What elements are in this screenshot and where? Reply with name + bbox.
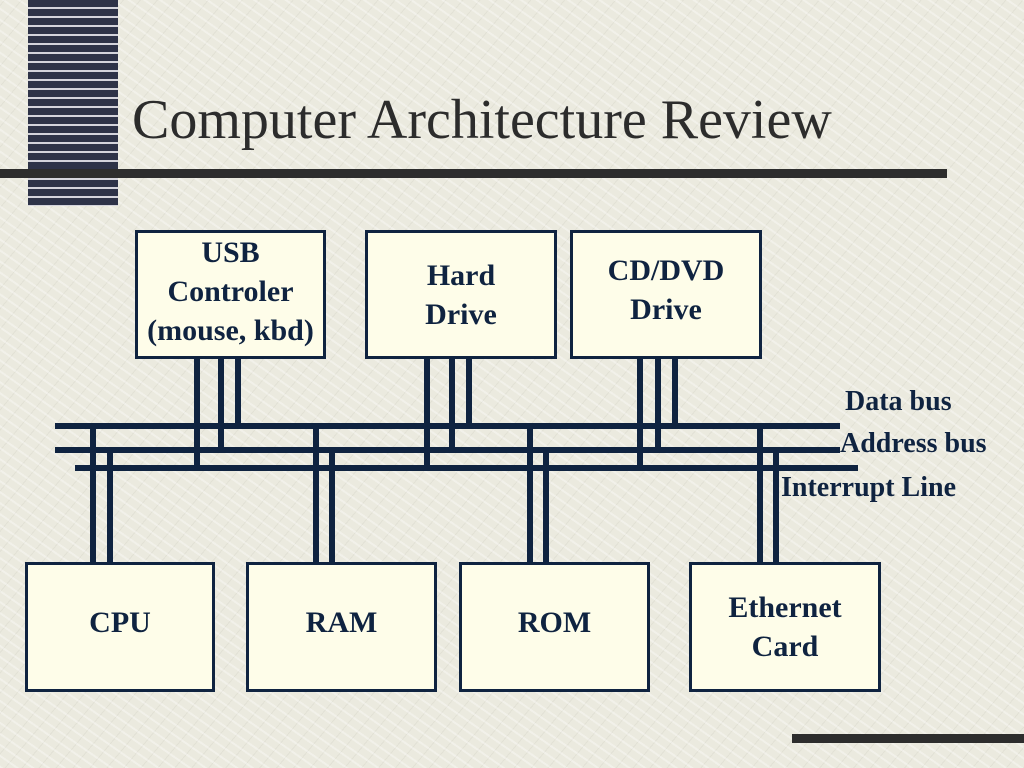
slide-title: Computer Architecture Review xyxy=(132,89,832,151)
cpu-label: CPU xyxy=(89,605,151,639)
footer-rule xyxy=(792,734,1024,743)
address-bus-label: Address bus xyxy=(840,428,987,459)
hard-drive-label: Hard Drive xyxy=(425,258,497,331)
ram-box: RAM xyxy=(246,562,437,692)
title-rule xyxy=(0,169,947,178)
cpu-box: CPU xyxy=(25,562,215,692)
cd-dvd-drive-box: CD/DVD Drive xyxy=(570,230,762,359)
rom-label: ROM xyxy=(517,605,592,639)
cd-dvd-drive-label: CD/DVD Drive xyxy=(607,253,725,326)
hard-drive-box: Hard Drive xyxy=(365,230,557,359)
data-bus-label: Data bus xyxy=(845,386,952,417)
usb-controller-box: USB Controler (mouse, kbd) xyxy=(135,230,326,359)
usb-controller-label: USB Controler (mouse, kbd) xyxy=(147,236,314,347)
ethernet-card-box: Ethernet Card xyxy=(689,562,881,692)
interrupt-line-label: Interrupt Line xyxy=(781,472,956,503)
ram-label: RAM xyxy=(305,605,378,639)
rom-box: ROM xyxy=(459,562,650,692)
ethernet-card-label: Ethernet Card xyxy=(728,591,842,663)
